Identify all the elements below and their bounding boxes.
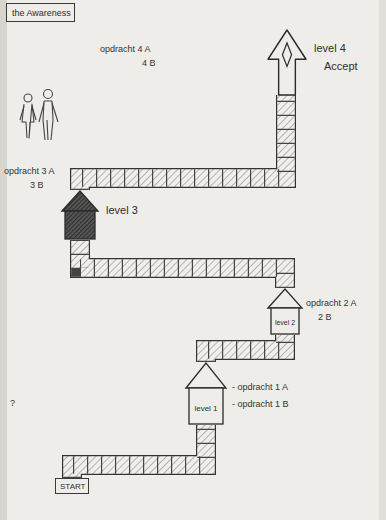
band-outline [206,335,285,362]
band-fill [80,95,286,190]
node-label: level 4 [314,42,346,55]
page-shadow [0,0,7,520]
node-label: level 2 [268,319,302,327]
node-label: the Awareness [12,8,71,18]
band-tiles [80,95,286,190]
level-tower: level 4 Accept [268,30,361,95]
page-shadow [379,0,386,520]
start-box: START [55,478,89,494]
path-band [206,335,285,362]
path-band [72,425,206,478]
level-house: level 3 [62,190,141,240]
path-band [80,240,285,288]
assignment-label: ? [10,398,15,408]
band-fill [80,240,285,288]
note-box: the Awareness [6,3,75,22]
level-house: level 1 [186,362,226,425]
house-roof [62,191,98,211]
people-figures [20,90,58,141]
house-outline [62,190,98,240]
tower-window [282,43,291,66]
assignment-label: opdracht 3 A [4,166,55,176]
assignment-label: opdracht 2 A [306,298,357,308]
node-label: Accept [324,60,358,73]
assignment-label: - opdracht 1 A [232,382,288,392]
assignment-label: 2 B [318,312,332,322]
tower-shape [268,30,306,95]
band-outline [72,425,206,478]
band-fill [206,335,285,362]
band-outline [80,240,285,288]
assignment-label: - opdracht 1 B [232,399,289,409]
path-band [80,95,286,190]
band-fill [72,425,206,478]
house-outline [186,362,226,425]
house-roof [268,289,302,308]
assignment-label: 4 B [142,58,156,68]
house-roof [186,363,226,388]
band-tiles [206,335,285,362]
house-body [65,211,95,239]
house-outline [268,288,302,335]
assignment-label: 3 B [30,180,44,190]
assignment-label: opdracht 4 A [100,44,151,54]
node-label: START [60,482,85,491]
level-house: level 2 [268,288,302,335]
node-label: level 1 [186,404,226,413]
node-label: level 3 [106,204,138,217]
band-tiles [80,240,285,288]
band-tiles [72,425,206,478]
band-outline [80,95,286,190]
tower-outline [268,30,306,95]
